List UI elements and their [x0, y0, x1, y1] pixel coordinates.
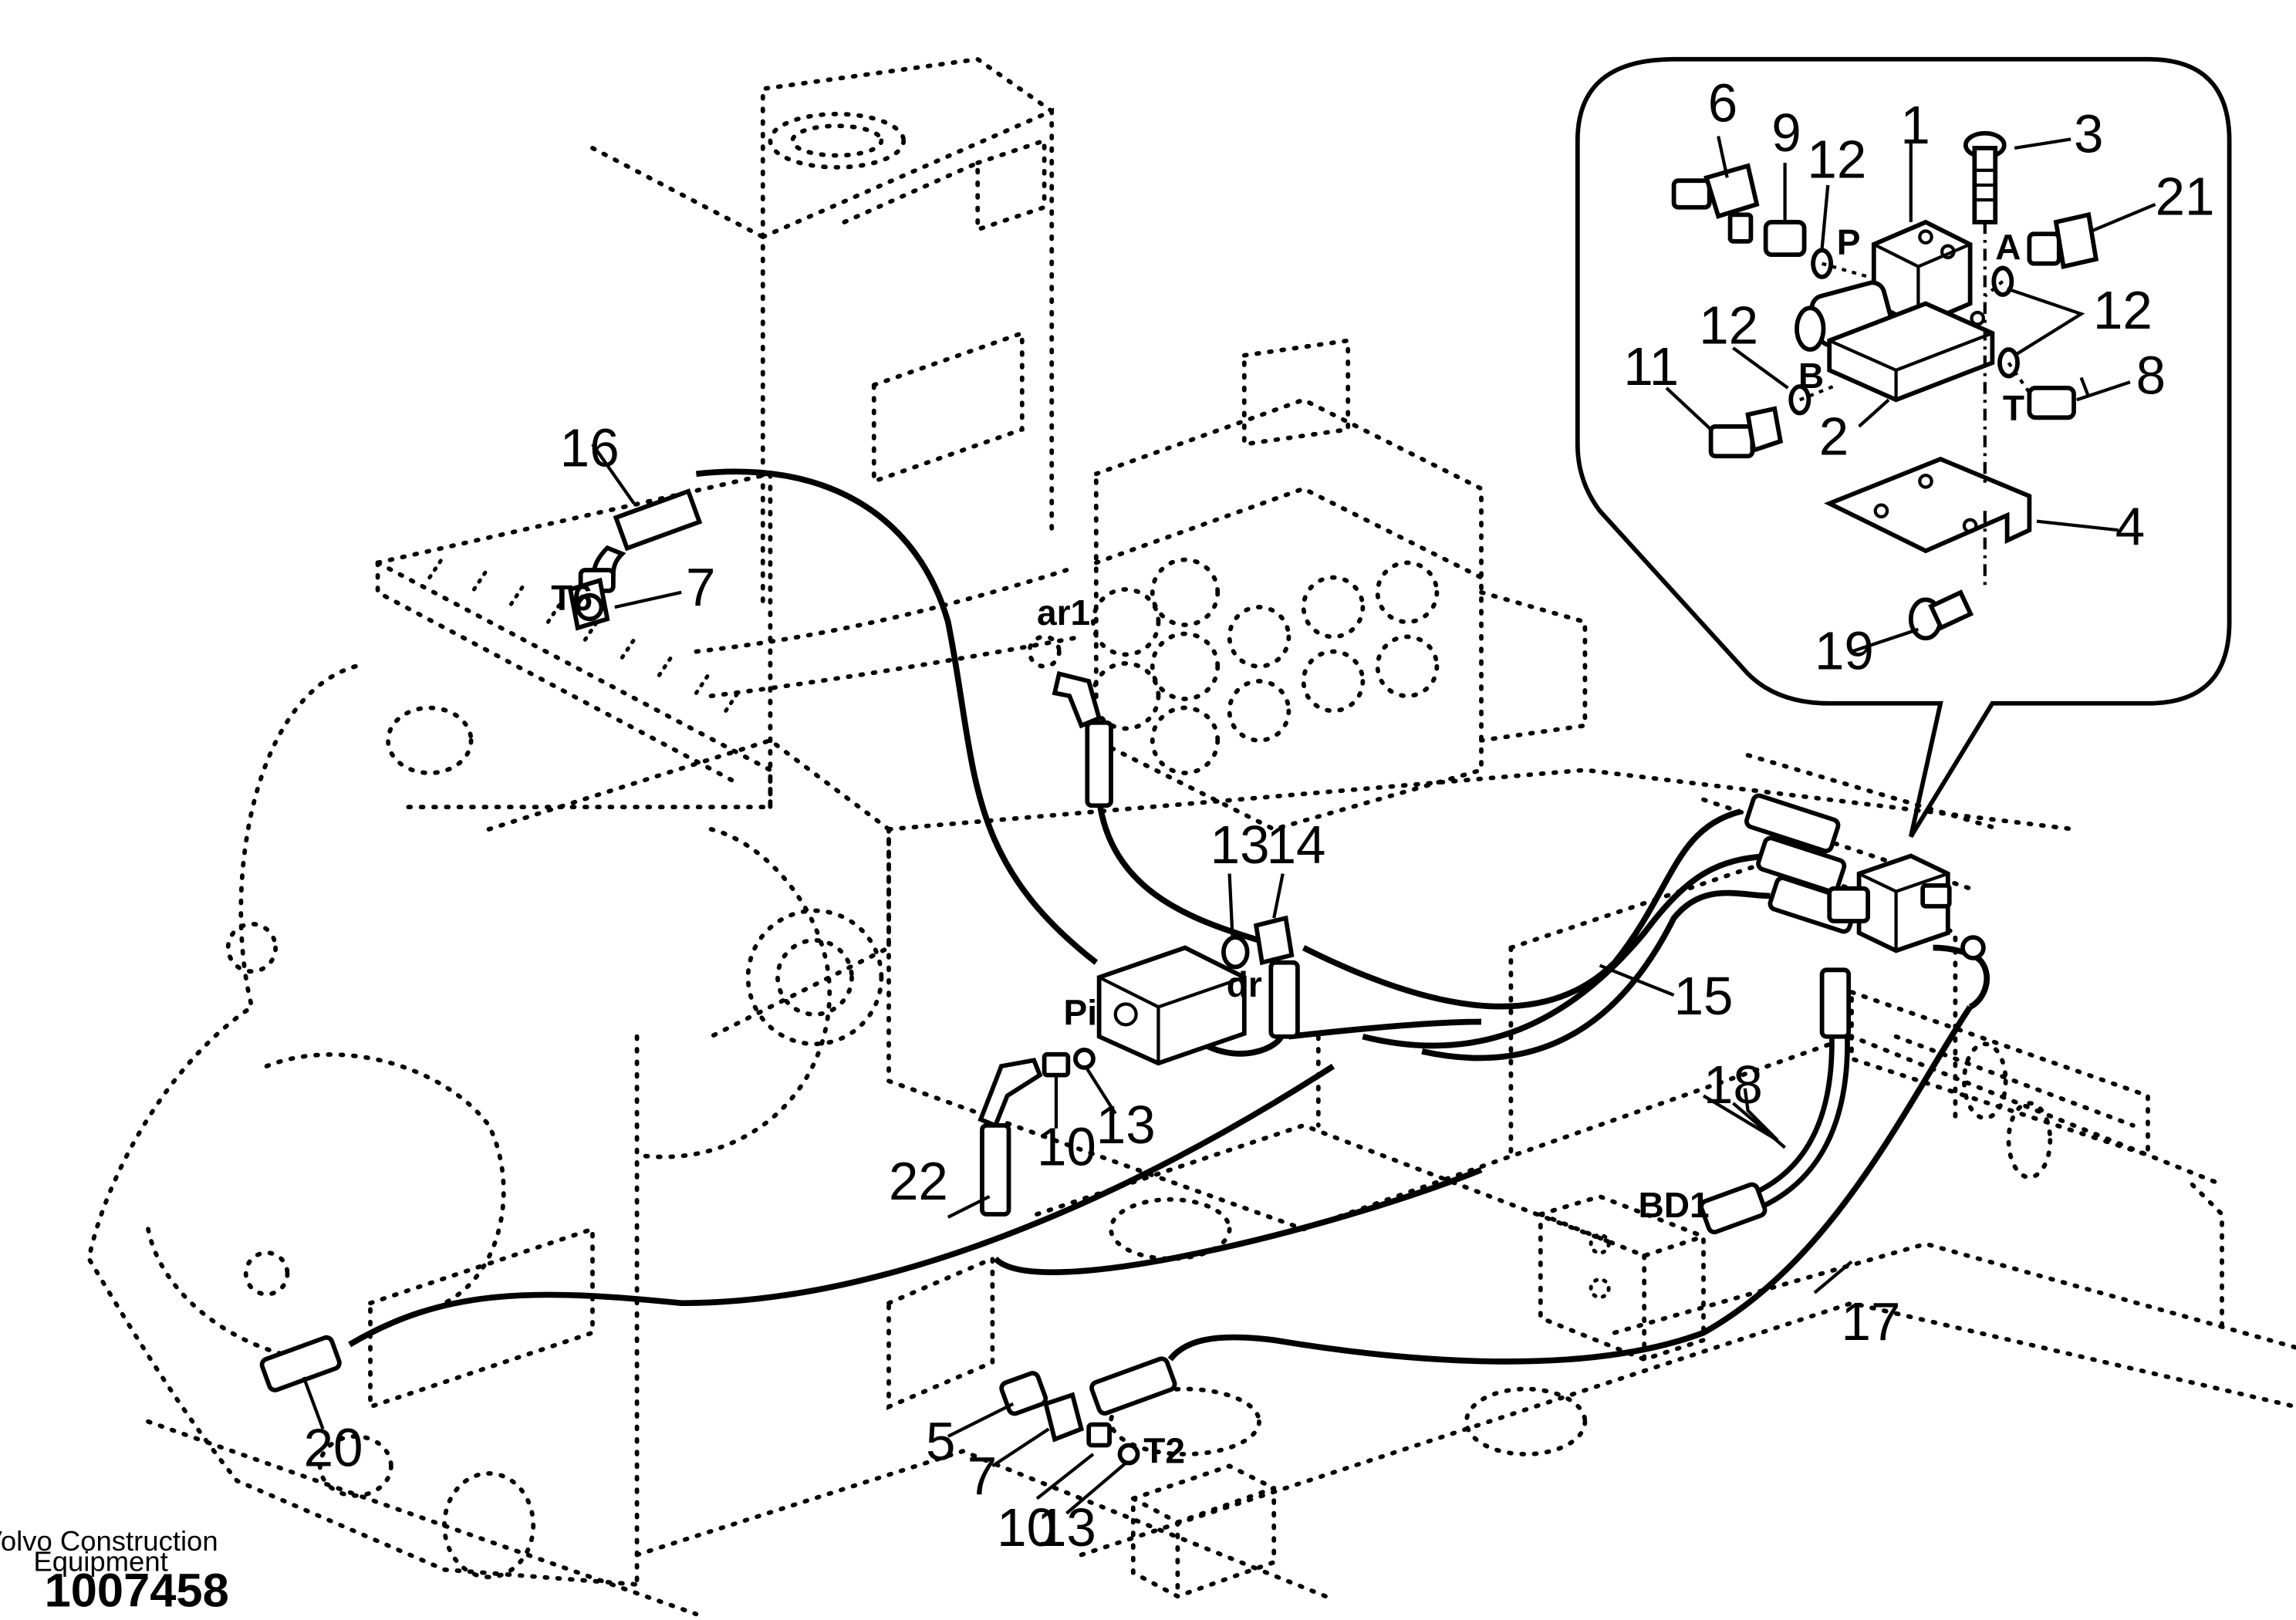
- bd1-valve-block: [1538, 1193, 1706, 1362]
- port-label-b: B: [1798, 356, 1824, 396]
- callout-2: 2: [1819, 406, 1849, 466]
- port-labels: T6 ar1 dr Pi BD1 T2 P A B T: [551, 222, 2024, 1470]
- company-name-line2: Equipment: [33, 1546, 167, 1578]
- hoses: [348, 468, 1990, 1365]
- callout-12-b: 12: [2093, 280, 2152, 340]
- callout-15: 15: [1674, 966, 1734, 1026]
- callout-13-top: 13: [1210, 815, 1270, 875]
- port-label-bd1: BD1: [1639, 1185, 1710, 1225]
- port-label-t: T: [2003, 388, 2024, 428]
- port-label-a: A: [1995, 227, 2021, 267]
- leader-lines: [302, 443, 1853, 1515]
- t2-block: [1130, 1463, 1277, 1599]
- callout-20: 20: [304, 1417, 363, 1477]
- callout-12-a: 12: [1807, 129, 1866, 189]
- callout-7-bottom: 7: [967, 1446, 997, 1506]
- callout-6: 6: [1708, 73, 1737, 133]
- main-control-valve: [1027, 338, 1588, 832]
- callout-11: 11: [1623, 336, 1679, 397]
- callout-17: 17: [1842, 1291, 1901, 1352]
- callout-3: 3: [2074, 104, 2103, 164]
- port-label-p: P: [1837, 222, 1861, 262]
- port-label-pi: Pi: [1064, 992, 1098, 1032]
- callout-4: 4: [2115, 496, 2145, 556]
- callout-19: 19: [1815, 621, 1874, 681]
- port-label-ar1: ar1: [1037, 592, 1090, 633]
- callout-5: 5: [926, 1412, 955, 1472]
- callout-16: 16: [560, 418, 620, 478]
- callout-22: 22: [889, 1151, 948, 1211]
- detail-inset: [1575, 56, 2232, 839]
- port-label-dr: dr: [1227, 964, 1262, 1004]
- company-name-line1: Volvo Construction: [0, 1525, 218, 1557]
- callout-13-mid: 13: [1096, 1095, 1156, 1155]
- port-label-t6: T6: [551, 578, 593, 618]
- callout-12-c: 12: [1699, 295, 1758, 355]
- callout-8: 8: [2136, 346, 2166, 406]
- callout-labels: 1 2 3 4 5 6 7 7 8 9 10 10 11 12 12 12 13…: [304, 73, 2215, 1558]
- callout-21: 21: [2156, 166, 2215, 226]
- callout-10-mid: 10: [1037, 1117, 1096, 1177]
- callout-18: 18: [1703, 1055, 1763, 1115]
- document-number: 1007458: [45, 1564, 229, 1618]
- machine-frame-outline: [86, 56, 2296, 1617]
- callout-13-bottom: 13: [1037, 1497, 1096, 1558]
- callout-7-top: 7: [686, 557, 715, 617]
- manifold-rail: [375, 553, 1084, 810]
- callout-10-bottom: 10: [997, 1497, 1056, 1558]
- fittings: [259, 488, 1986, 1466]
- callout-14: 14: [1267, 815, 1326, 875]
- callout-1: 1: [1900, 95, 1930, 155]
- callout-9: 9: [1771, 103, 1801, 163]
- footer: Volvo Construction Equipment 1007458: [0, 1525, 229, 1618]
- port-label-t2: T2: [1143, 1431, 1185, 1471]
